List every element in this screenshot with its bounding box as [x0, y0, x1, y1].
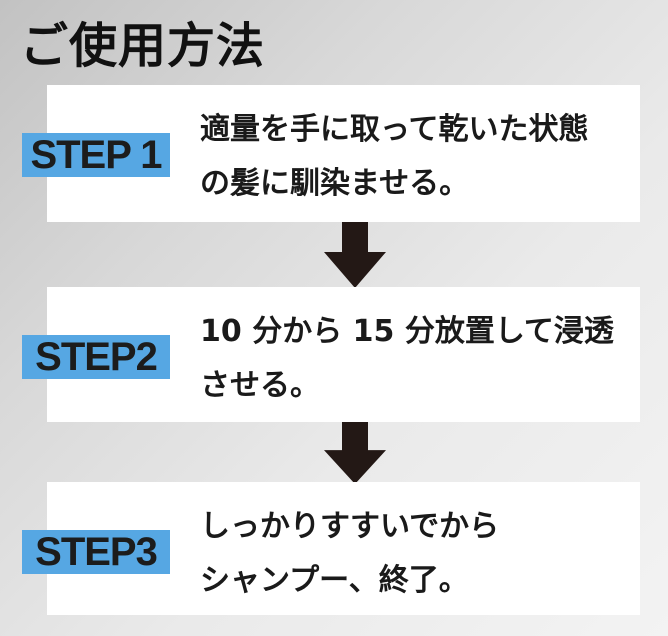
down-arrow-icon [324, 422, 386, 484]
step-3-text: しっかりすすいでから シャンプー、終了。 [200, 500, 499, 608]
page-title: ご使用方法 [20, 18, 266, 74]
step-3-text-line-2: シャンプー、終了。 [200, 563, 469, 598]
step-3-label: STEP3 [22, 530, 170, 574]
step-2-text-line-1: 10 分から 15 分放置して浸透 [200, 314, 614, 349]
step-3-text-line-1: しっかりすすいでから [200, 509, 500, 544]
step-1-label: STEP 1 [22, 133, 170, 177]
step-2-box: STEP2 10 分から 15 分放置して浸透 させる。 [22, 287, 640, 422]
step-3-box: STEP3 しっかりすすいでから シャンプー、終了。 [22, 482, 640, 615]
step-2-text-line-2: させる。 [200, 368, 320, 403]
step-2-text: 10 分から 15 分放置して浸透 させる。 [200, 305, 614, 413]
step-1-text-line-1: 適量を手に取って乾いた状態 [200, 112, 589, 147]
step-1-box: STEP 1 適量を手に取って乾いた状態 の髪に馴染ませる。 [22, 85, 640, 222]
step-1-text: 適量を手に取って乾いた状態 の髪に馴染ませる。 [200, 103, 589, 211]
down-arrow-icon [324, 222, 386, 288]
step-1-text-line-2: の髪に馴染ませる。 [200, 166, 470, 201]
step-2-label: STEP2 [22, 335, 170, 379]
